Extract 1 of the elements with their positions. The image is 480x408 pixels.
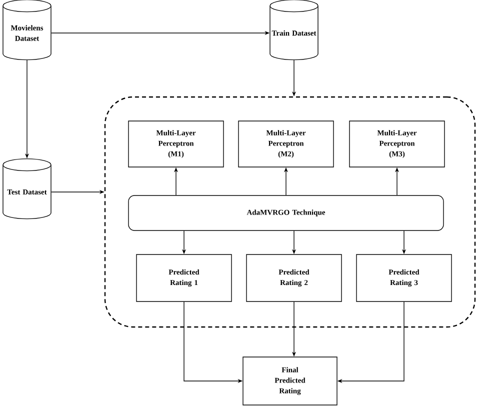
dashed-group-box (104, 96, 476, 328)
